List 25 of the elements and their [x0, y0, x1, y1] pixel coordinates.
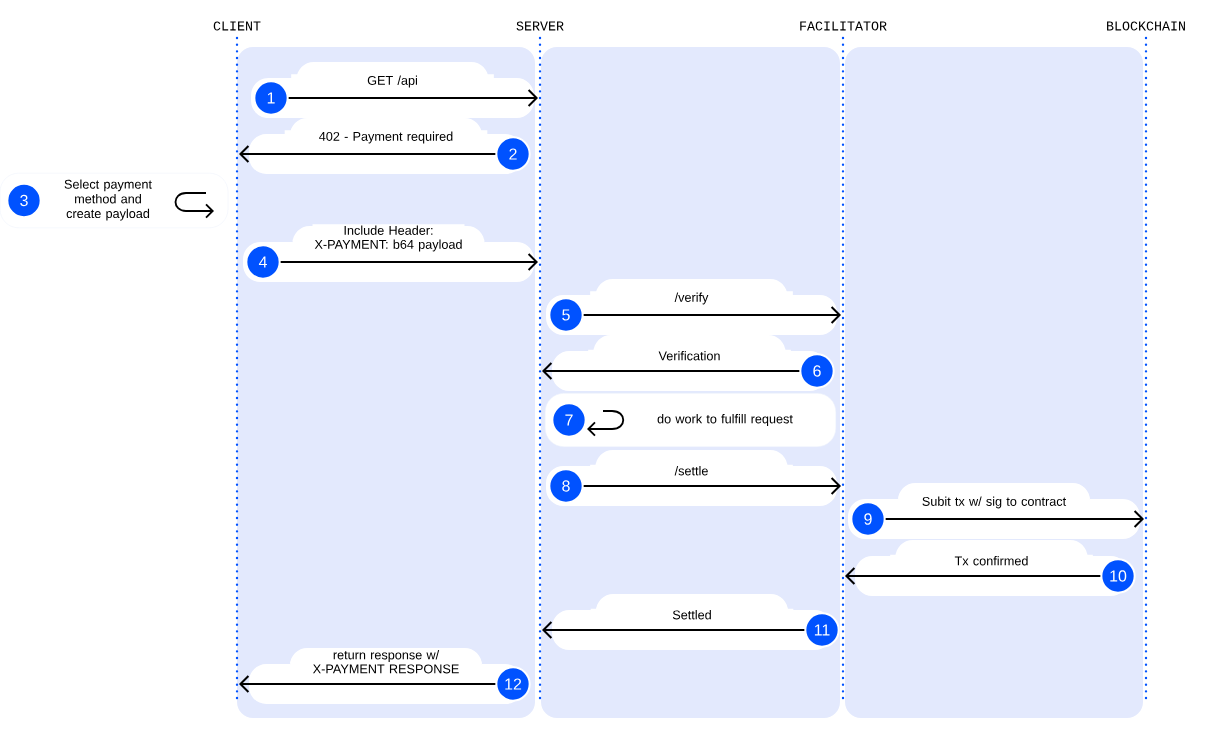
arrow	[279, 253, 538, 271]
arrow	[287, 89, 538, 107]
arrow	[542, 362, 801, 380]
arrow	[239, 675, 497, 693]
arrow	[239, 145, 497, 163]
edge-label: 402 - Payment required	[284, 130, 488, 145]
arrow	[884, 510, 1144, 528]
edge-label: Subit tx w/ sig to contract	[918, 495, 1070, 510]
edge-label: return response w/ X-PAYMENT RESPONSE	[310, 648, 462, 675]
step-number: 7	[551, 402, 587, 438]
edge-label: GET /api	[291, 74, 494, 89]
step-number: 3	[6, 182, 42, 219]
step-number: 8	[548, 468, 584, 504]
step-number: 10	[1100, 558, 1136, 594]
edge-label: /verify	[590, 291, 793, 306]
edge-label: Include Header: X-PAYMENT: b64 payload	[312, 224, 465, 253]
arrow	[542, 621, 806, 639]
step-number: 12	[495, 666, 531, 702]
step-number: 2	[495, 136, 531, 172]
step-number: 1	[253, 80, 289, 116]
arrow	[582, 306, 841, 324]
step-number: 4	[245, 244, 281, 280]
arrow	[582, 477, 841, 495]
step-number: 5	[548, 297, 584, 333]
arrow	[845, 567, 1102, 585]
